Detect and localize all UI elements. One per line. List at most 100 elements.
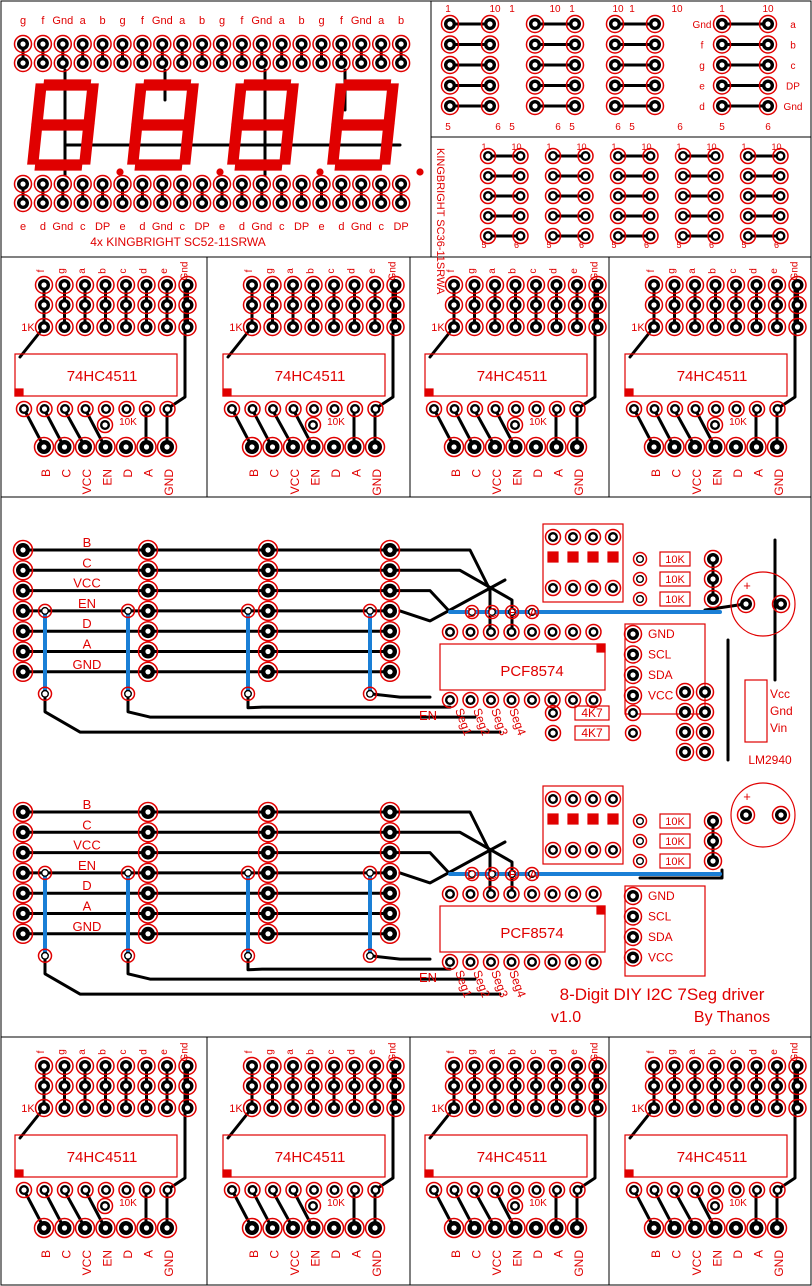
pad-hole bbox=[712, 193, 719, 199]
decimal-point bbox=[316, 168, 324, 176]
pad-ring bbox=[55, 1076, 74, 1096]
pad-hole bbox=[318, 200, 325, 206]
pad-hole bbox=[630, 934, 636, 940]
pad-hole bbox=[392, 302, 399, 308]
pad-hole bbox=[517, 173, 524, 179]
pad bbox=[484, 1217, 506, 1239]
pad-ring bbox=[707, 1181, 725, 1199]
pin1-marker bbox=[222, 388, 232, 397]
pad bbox=[507, 400, 525, 418]
pad-ring bbox=[304, 295, 323, 315]
pad bbox=[137, 560, 159, 581]
pad bbox=[528, 1181, 545, 1199]
pad bbox=[283, 1098, 303, 1118]
pad-ring bbox=[484, 1217, 506, 1239]
pad-ring bbox=[113, 174, 132, 194]
pad bbox=[212, 193, 232, 213]
pad-hole bbox=[794, 324, 801, 330]
pad-hole bbox=[310, 1063, 317, 1069]
pad bbox=[252, 174, 272, 194]
pad-hole bbox=[682, 729, 688, 735]
pad bbox=[642, 187, 659, 205]
pad bbox=[113, 53, 132, 73]
pad-ring bbox=[55, 1098, 74, 1118]
pad-hole bbox=[265, 931, 271, 937]
pad-ring bbox=[548, 1181, 566, 1199]
author-label: By Thanos bbox=[694, 1009, 770, 1026]
pad bbox=[748, 400, 766, 418]
pad-ring bbox=[523, 623, 541, 641]
pad-ring bbox=[75, 1076, 95, 1096]
pad bbox=[547, 1076, 566, 1096]
pin-label: e bbox=[569, 1049, 580, 1055]
pad bbox=[479, 187, 497, 205]
pad-hole bbox=[41, 1063, 47, 1069]
pcf-pin-label: A bbox=[529, 605, 538, 620]
pad-hole bbox=[219, 60, 225, 66]
bottom-pin-label: GND bbox=[572, 1250, 586, 1277]
pad-hole bbox=[719, 103, 725, 109]
pad bbox=[304, 295, 323, 315]
pin-label: 6 bbox=[495, 122, 501, 133]
pad-hole bbox=[245, 608, 251, 614]
pad bbox=[263, 275, 282, 295]
pad bbox=[623, 645, 643, 664]
pad-hole bbox=[692, 1225, 698, 1231]
pad-ring bbox=[136, 436, 157, 458]
pad-ring bbox=[525, 1217, 547, 1239]
pin-label: a bbox=[285, 268, 296, 274]
pin-label: b bbox=[398, 15, 404, 27]
pad-ring bbox=[506, 416, 524, 434]
pad-hole bbox=[331, 1225, 337, 1231]
pad-hole bbox=[82, 406, 89, 412]
resistor-label: 1K bbox=[21, 322, 35, 334]
pad-ring bbox=[567, 1076, 587, 1096]
pad-hole bbox=[550, 847, 556, 853]
pad bbox=[37, 948, 53, 964]
pad-hole bbox=[574, 406, 581, 412]
pad-ring bbox=[664, 436, 685, 458]
en-label: EN bbox=[419, 708, 437, 723]
pad bbox=[564, 885, 582, 903]
pad-hole bbox=[533, 282, 539, 288]
capacitor-outline bbox=[730, 782, 796, 848]
pad-ring bbox=[34, 1098, 54, 1118]
pad-ring bbox=[115, 436, 137, 458]
bottom-pin-label: B bbox=[449, 1250, 463, 1258]
pad-ring bbox=[674, 147, 692, 165]
pad-hole bbox=[42, 691, 48, 697]
pad bbox=[623, 907, 643, 926]
pad-hole bbox=[451, 1187, 458, 1193]
pad-ring bbox=[674, 207, 692, 225]
pad-hole bbox=[123, 1225, 129, 1231]
pad-hole bbox=[310, 1105, 317, 1111]
pad-ring bbox=[379, 822, 401, 843]
pad-ring bbox=[54, 436, 75, 458]
pad-ring bbox=[444, 275, 464, 295]
pad-hole bbox=[145, 547, 151, 553]
pad-ring bbox=[53, 193, 73, 213]
pad bbox=[706, 1076, 725, 1096]
pad bbox=[379, 801, 401, 823]
pad-hole bbox=[21, 406, 27, 412]
pad bbox=[352, 193, 371, 213]
pad bbox=[685, 1098, 705, 1118]
pad bbox=[352, 53, 371, 73]
pad-ring bbox=[178, 1076, 197, 1096]
bottom-pin-label: VCC bbox=[690, 1250, 704, 1276]
pad bbox=[365, 295, 385, 315]
pad bbox=[758, 96, 778, 116]
chip-label: 74HC4511 bbox=[67, 368, 138, 385]
pad bbox=[440, 76, 460, 95]
pad-ring bbox=[371, 53, 391, 73]
pad-ring bbox=[675, 742, 695, 762]
pad-hole bbox=[20, 588, 26, 594]
pin-label: e bbox=[159, 1049, 170, 1055]
pad-hole bbox=[553, 444, 560, 450]
pad-hole bbox=[310, 302, 317, 308]
pad-hole bbox=[447, 697, 453, 703]
pad bbox=[444, 1056, 464, 1076]
pad bbox=[34, 295, 54, 315]
pad bbox=[352, 34, 371, 54]
pad-ring bbox=[485, 1098, 505, 1118]
